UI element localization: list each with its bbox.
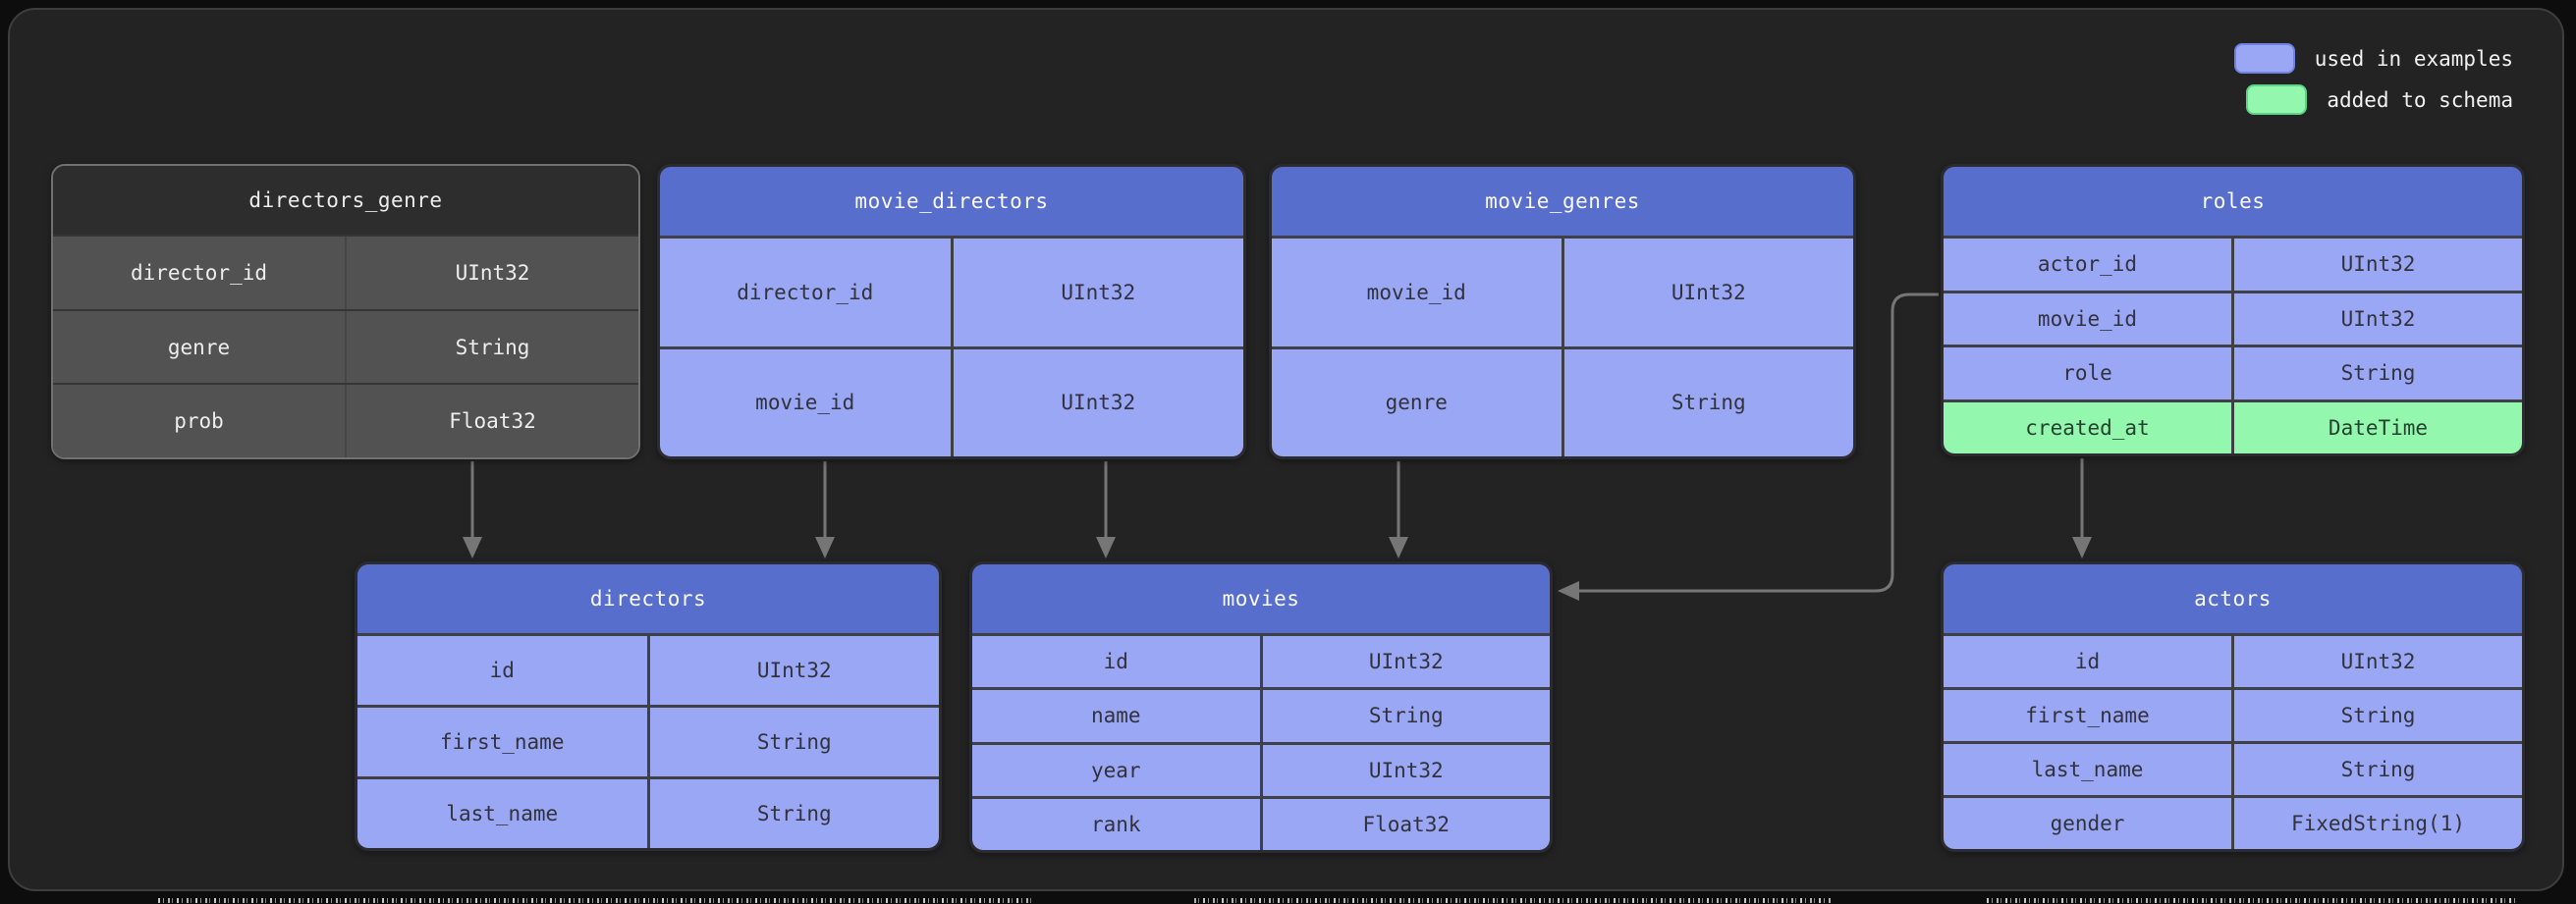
field-name-cell: gender [1944,798,2234,849]
field-name-cell: first_name [357,708,650,776]
table-row: id UInt32 [972,633,1550,688]
field-type-cell: String [2340,758,2416,781]
table-row: name String [972,687,1550,742]
table-row: last_name String [357,776,939,848]
field-type-cell: UInt32 [1671,280,1746,304]
table-movie-directors: movie_directors director_id UInt32 movie… [657,164,1246,459]
field-name-cell: rank [972,798,1263,850]
table-row: last_name String [1944,741,2522,795]
legend-item-used-in-examples: used in examples [2233,43,2513,74]
table-directors: directors id UInt32 first_name String la… [355,561,942,851]
field-name-cell: movie_id [660,348,954,456]
table-title: directors [357,564,939,633]
table-title: directors_genre [53,166,638,235]
table-row: movie_id UInt32 [1944,290,2522,345]
field-name-cell: role [1944,347,2234,399]
field-type-cell: UInt32 [1061,391,1136,415]
field-type-cell: String [2340,361,2416,386]
field-name-cell: genre [53,310,347,384]
field-name-cell: created_at [1944,401,2234,453]
table-row: genre String [53,308,638,384]
field-name-cell: genre [1272,348,1564,456]
field-type-cell: Float32 [1362,812,1450,836]
clipped-text-artifact-gaps [0,896,2576,904]
field-name-cell: movie_id [1272,239,1564,346]
field-name-cell: id [972,636,1263,688]
field-type-cell: UInt32 [455,260,530,285]
field-name-cell: first_name [1944,690,2234,741]
field-type-cell: Float32 [449,409,536,434]
field-type-cell: String [1671,391,1746,415]
field-type-cell: UInt32 [1368,758,1444,782]
table-movies: movies id UInt32 name String year UInt32… [969,561,1553,853]
field-name-cell: last_name [1944,744,2234,795]
field-name-cell: id [357,636,650,705]
field-type-cell: String [1368,704,1444,728]
field-name-cell: id [1944,636,2234,687]
table-row: director_id UInt32 [660,236,1243,346]
table-title: actors [1944,564,2522,633]
field-name-cell: director_id [660,239,954,346]
field-type-cell: UInt32 [2340,650,2416,673]
legend: used in examples added to schema [2233,43,2513,115]
table-row: rank Float32 [972,795,1550,850]
field-type-cell: String [756,802,832,825]
field-name-cell: prob [53,385,347,457]
table-row: movie_id UInt32 [1272,236,1853,346]
legend-label: used in examples [2314,46,2513,71]
table-row: prob Float32 [53,383,638,457]
legend-label: added to schema [2327,87,2513,112]
table-title: movie_directors [660,167,1243,236]
field-name-cell: last_name [357,779,650,848]
table-row-added-to-schema: created_at DateTime [1944,399,2522,453]
field-name-cell: actor_id [1944,239,2234,291]
field-type-cell: DateTime [2328,415,2429,440]
table-row: gender FixedString(1) [1944,795,2522,849]
legend-swatch-added-to-schema-icon [2246,84,2308,115]
table-actors: actors id UInt32 first_name String last_… [1941,561,2525,852]
field-name-cell: director_id [53,237,347,309]
field-type-cell: UInt32 [1368,650,1444,674]
field-name-cell: movie_id [1944,292,2234,345]
table-row: first_name String [357,705,939,776]
table-row: actor_id UInt32 [1944,236,2522,291]
field-name-cell: year [972,744,1263,796]
field-type-cell: FixedString(1) [2290,812,2465,835]
table-row: id UInt32 [357,633,939,705]
table-title: roles [1944,167,2522,236]
field-name-cell: name [972,690,1263,742]
table-roles: roles actor_id UInt32 movie_id UInt32 ro… [1941,164,2525,456]
field-type-cell: UInt32 [756,659,832,682]
legend-swatch-used-in-examples-icon [2233,43,2295,74]
table-title: movies [972,564,1550,633]
table-row: director_id UInt32 [53,235,638,309]
table-title: movie_genres [1272,167,1853,236]
table-row: first_name String [1944,687,2522,741]
table-row: role String [1944,345,2522,399]
field-type-cell: UInt32 [2340,252,2416,277]
field-type-cell: UInt32 [2340,306,2416,331]
field-type-cell: String [455,335,530,359]
table-row: genre String [1272,346,1853,456]
table-row: id UInt32 [1944,633,2522,687]
field-type-cell: String [2340,704,2416,727]
legend-item-added-to-schema: added to schema [2234,84,2513,115]
table-row: movie_id UInt32 [660,346,1243,456]
field-type-cell: String [756,730,832,754]
table-row: year UInt32 [972,741,1550,796]
table-directors-genre: directors_genre director_id UInt32 genre… [51,164,640,459]
field-type-cell: UInt32 [1061,280,1136,304]
table-movie-genres: movie_genres movie_id UInt32 genre Strin… [1269,164,1856,459]
